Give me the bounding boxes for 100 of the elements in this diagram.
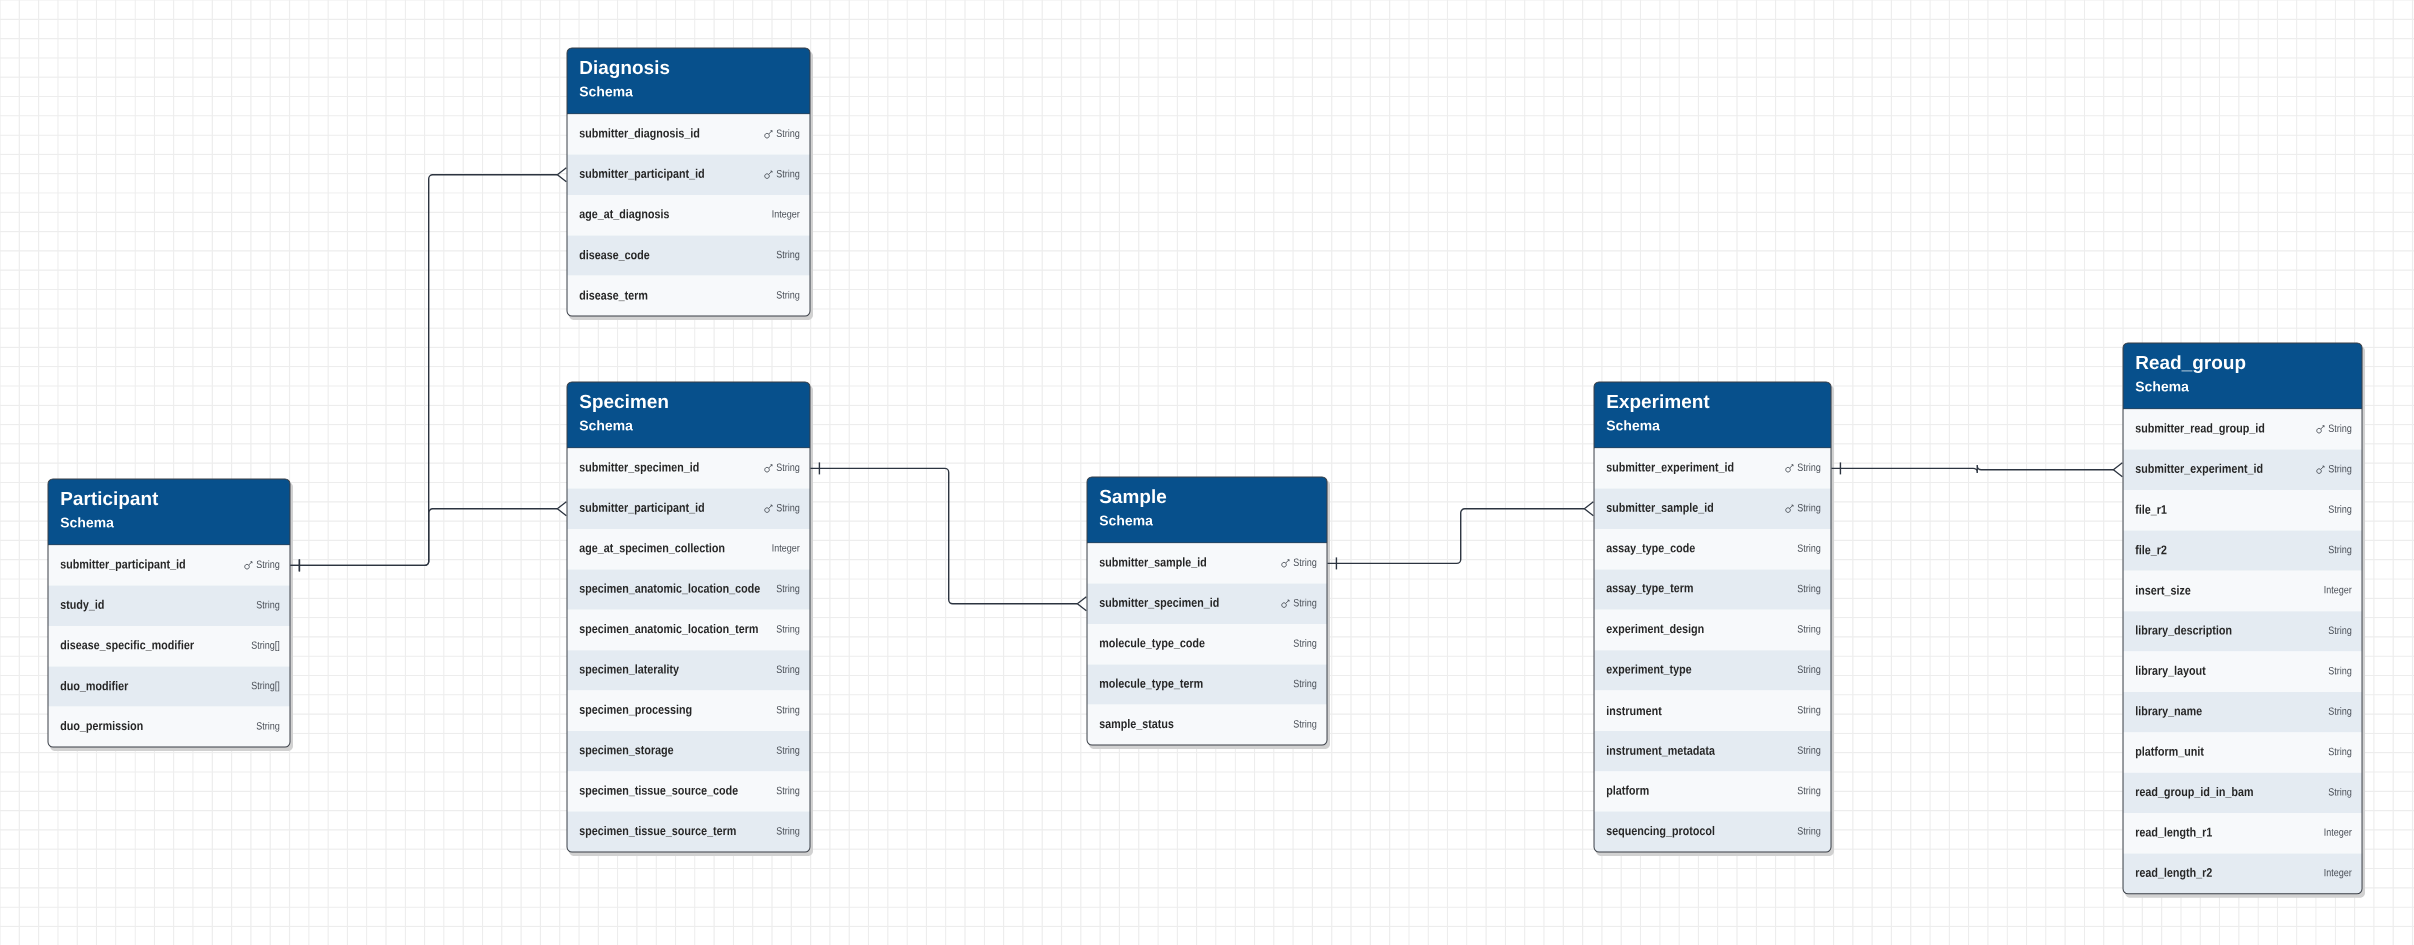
- field-name: submitter_specimen_id: [579, 462, 699, 475]
- data-type: Integer: [2324, 828, 2352, 838]
- table-title: Experiment: [1607, 394, 1710, 412]
- table-row: [567, 731, 811, 772]
- table-row: [1594, 448, 1832, 489]
- relationship-line: [1830, 461, 2124, 478]
- data-type: Integer: [772, 544, 800, 554]
- field-name: duo_permission: [60, 721, 143, 733]
- data-type: String: [1293, 558, 1317, 569]
- data-type: String: [2328, 505, 2352, 515]
- data-type: Integer: [2324, 868, 2352, 879]
- data-type: String: [1797, 584, 1821, 595]
- table-row: [2123, 813, 2363, 854]
- data-type: String: [2328, 545, 2352, 556]
- table-row: [1594, 731, 1832, 772]
- table-row: [567, 771, 811, 812]
- table-subtitle: Schema: [579, 420, 633, 431]
- field-name: study_id: [60, 599, 104, 612]
- table-card: [1593, 381, 1834, 856]
- field-name: disease_specific_modifier: [60, 640, 194, 652]
- field-name: submitter_sample_id: [1606, 502, 1714, 515]
- data-type: String: [256, 560, 280, 571]
- field-name: submitter_read_group_id: [2135, 423, 2265, 436]
- table-row: [2123, 692, 2363, 733]
- table-row: [567, 690, 811, 731]
- data-type: String: [776, 169, 800, 180]
- data-type: String: [1797, 544, 1821, 554]
- data-type: String: [776, 290, 800, 301]
- data-type: String: [2328, 626, 2352, 637]
- data-type: String: [1797, 746, 1821, 756]
- table-card: [2122, 342, 2366, 898]
- table-row: [1594, 690, 1832, 731]
- field-name: specimen_laterality: [579, 664, 679, 677]
- data-type: String: [1797, 826, 1821, 837]
- field-name: read_length_r2: [2135, 867, 2212, 880]
- field-name: submitter_experiment_id: [1606, 462, 1734, 475]
- table-title: Sample: [1099, 489, 1167, 507]
- table-row: [567, 195, 811, 236]
- table-title: Specimen: [579, 394, 668, 412]
- table-subtitle: Schema: [579, 86, 633, 97]
- data-type: String: [2328, 424, 2352, 435]
- data-type: String: [1797, 665, 1821, 676]
- table-row: [48, 585, 291, 626]
- field-name: submitter_participant_id: [60, 559, 185, 572]
- table-row: [1594, 609, 1832, 651]
- field-name: read_length_r1: [2135, 827, 2212, 840]
- data-type: String: [1293, 719, 1317, 730]
- table-row: [2123, 490, 2363, 531]
- table-row: [1087, 624, 1328, 665]
- field-name: disease_term: [579, 290, 648, 302]
- data-type: String: [776, 786, 800, 797]
- table-row: [567, 650, 811, 691]
- table-title: Diagnosis: [580, 60, 670, 78]
- data-type: String: [776, 129, 800, 140]
- field-name: file_r2: [2135, 545, 2167, 556]
- field-name: molecule_type_term: [1099, 678, 1203, 691]
- data-type: String: [776, 705, 800, 716]
- table-row: [48, 666, 291, 707]
- data-type: Integer: [2324, 586, 2352, 596]
- table-row: [2123, 611, 2363, 652]
- field-name: specimen_tissue_source_code: [579, 785, 738, 798]
- table-row: [2123, 570, 2363, 612]
- table-title: Read_group: [2136, 355, 2246, 373]
- field-name: specimen_tissue_source_term: [579, 826, 736, 838]
- data-type: String: [1293, 679, 1317, 690]
- table-row: [2123, 651, 2363, 692]
- table-subtitle: Schema: [1099, 515, 1153, 526]
- table-card: [566, 381, 813, 856]
- relationship-line: [809, 461, 1087, 612]
- table-card: [566, 47, 813, 320]
- field-name: submitter_sample_id: [1099, 557, 1207, 570]
- data-type: String: [1293, 598, 1317, 609]
- data-type: String: [2328, 707, 2352, 717]
- table-subtitle: Schema: [2135, 381, 2189, 392]
- field-name: molecule_type_code: [1099, 638, 1205, 650]
- field-name: sample_status: [1099, 719, 1174, 731]
- field-name: submitter_participant_id: [579, 168, 704, 181]
- table-row: [567, 235, 811, 276]
- data-type: String: [776, 826, 800, 837]
- data-type: String[]: [251, 641, 280, 651]
- field-name: platform_unit: [2135, 746, 2204, 759]
- data-type: String: [256, 600, 280, 611]
- table-row: [1594, 529, 1832, 570]
- table-row: [2123, 530, 2363, 571]
- field-name: platform: [1606, 785, 1649, 798]
- data-type: String: [256, 721, 280, 732]
- data-type: String: [776, 250, 800, 261]
- table-row: [1594, 569, 1832, 610]
- field-name: experiment_type: [1606, 664, 1692, 677]
- table-subtitle: Schema: [1606, 420, 1660, 431]
- field-name: file_r1: [2135, 504, 2167, 516]
- data-type: String: [2328, 666, 2352, 677]
- table-row: [567, 609, 811, 651]
- data-type: String: [776, 746, 800, 756]
- field-name: age_at_specimen_collection: [579, 543, 725, 555]
- field-name: age_at_diagnosis: [579, 209, 669, 221]
- data-type: Integer: [772, 210, 800, 220]
- data-type: String: [776, 584, 800, 595]
- data-type: String: [776, 624, 800, 635]
- field-name: submitter_diagnosis_id: [579, 128, 700, 141]
